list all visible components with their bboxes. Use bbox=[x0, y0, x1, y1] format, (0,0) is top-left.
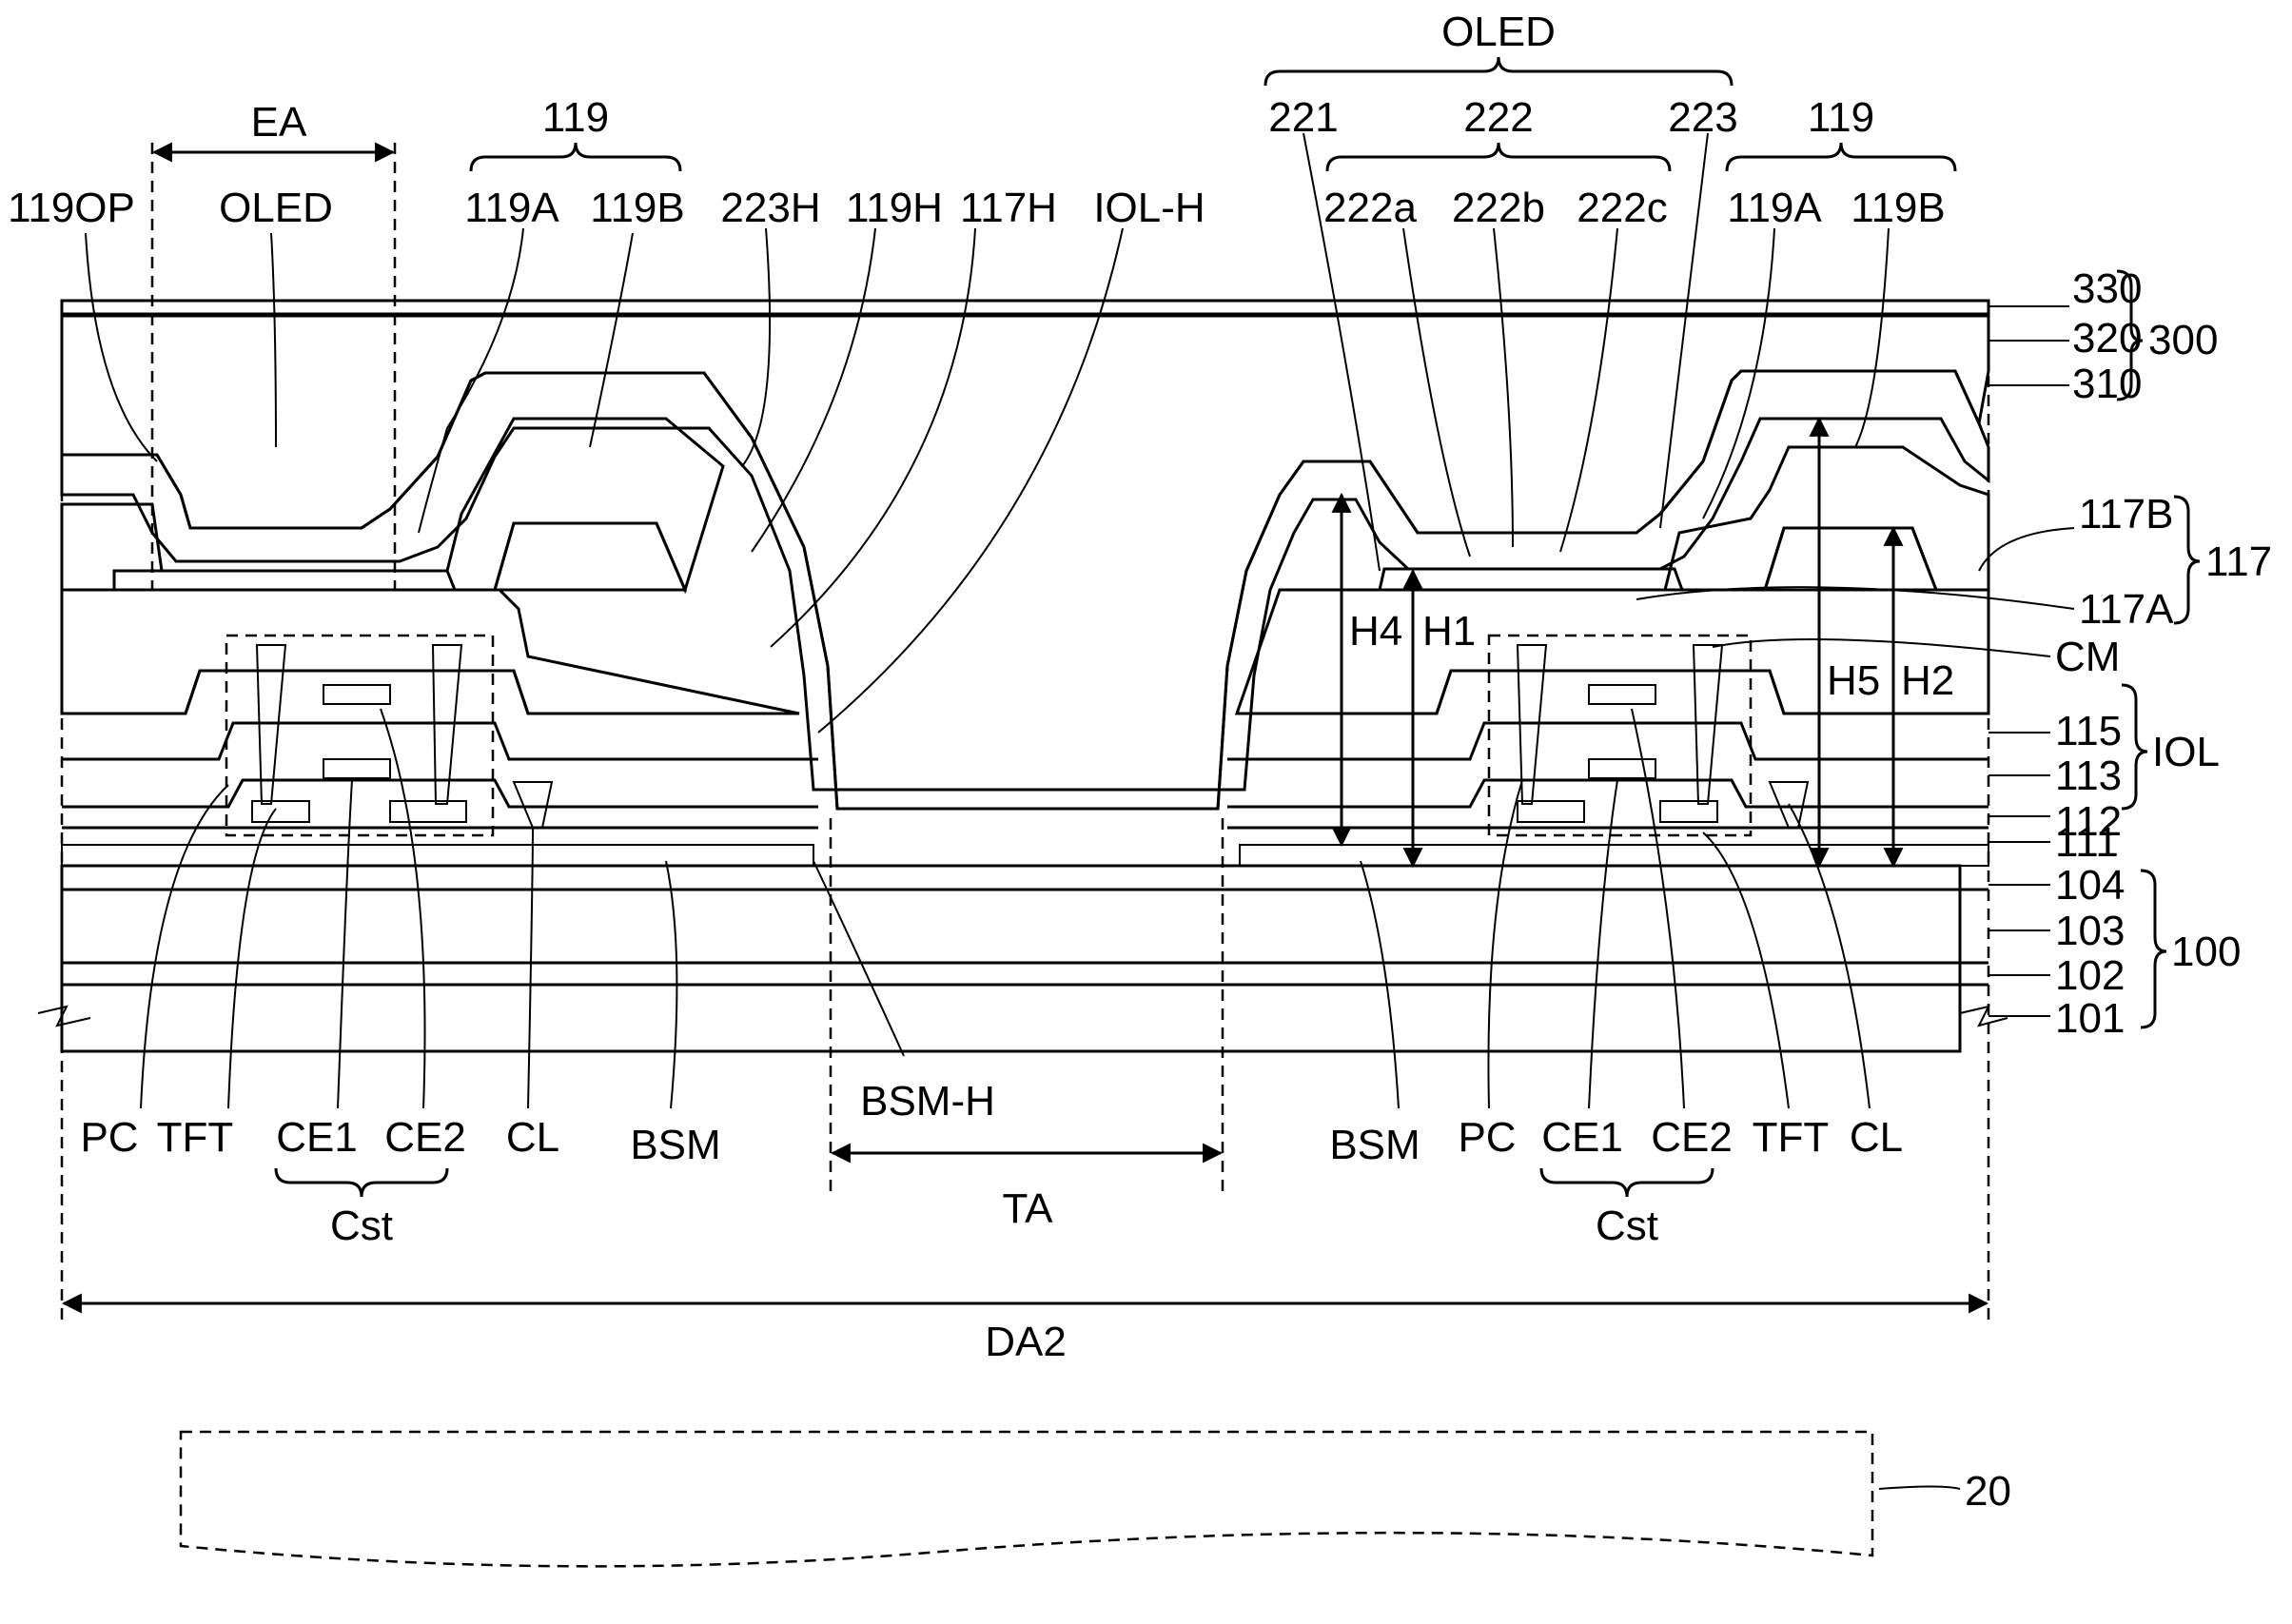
label-cm: CM bbox=[2055, 634, 2120, 680]
layer-117a-left bbox=[60, 588, 800, 715]
brace-iol bbox=[2121, 683, 2148, 811]
label-119a-right: 119A bbox=[1727, 185, 1822, 231]
label-20: 20 bbox=[1965, 1468, 2011, 1515]
label-300: 300 bbox=[2148, 317, 2218, 363]
layer-117b-left bbox=[493, 521, 688, 592]
label-101: 101 bbox=[2055, 995, 2125, 1042]
label-cl-left: CL bbox=[506, 1114, 559, 1161]
label-pc-left: PC bbox=[80, 1114, 138, 1161]
label-oled-group: OLED bbox=[1441, 9, 1556, 55]
labels-right: 330 320 310 300 117B 117 117A CM 115 113… bbox=[2055, 265, 2272, 1042]
label-bsm-h: BSM-H bbox=[860, 1078, 995, 1125]
label-iol: IOL bbox=[2152, 729, 2220, 775]
label-119op: 119OP bbox=[8, 185, 135, 231]
label-104: 104 bbox=[2055, 862, 2125, 909]
label-ta: TA bbox=[1003, 1185, 1054, 1232]
brace-119-left bbox=[469, 142, 682, 172]
label-119a-left: 119A bbox=[464, 185, 559, 231]
brace-222 bbox=[1325, 142, 1672, 172]
label-tft-right: TFT bbox=[1753, 1114, 1830, 1161]
label-da2: DA2 bbox=[985, 1319, 1067, 1365]
label-ce1-right: CE1 bbox=[1541, 1114, 1623, 1161]
label-117h: 117H bbox=[960, 185, 1057, 231]
brace-oled-top bbox=[1264, 56, 1734, 87]
layer-117b-right bbox=[1762, 526, 1939, 592]
leader-lines bbox=[85, 132, 2075, 1490]
label-bsm-left: BSM bbox=[630, 1122, 720, 1168]
label-100: 100 bbox=[2171, 929, 2241, 975]
label-h5: H5 bbox=[1827, 657, 1880, 704]
brace-100 bbox=[2140, 869, 2167, 1029]
label-117: 117 bbox=[2205, 538, 2272, 585]
brace-cst-right bbox=[1539, 1167, 1714, 1198]
brace-117 bbox=[2173, 495, 2201, 625]
label-ce2-left: CE2 bbox=[384, 1114, 466, 1161]
labels-bottom: PC TFT CE1 CE2 CL BSM BSM-H TA Cst BSM P… bbox=[80, 1078, 2011, 1515]
labels-top: OLED EA 119 119 221 222 223 119OP OLED 1… bbox=[8, 9, 1946, 231]
label-119b-left: 119B bbox=[590, 185, 685, 231]
label-119h: 119H bbox=[846, 185, 943, 231]
label-pc-right: PC bbox=[1458, 1114, 1516, 1161]
label-222c: 222c bbox=[1577, 185, 1667, 231]
pdl-119-right bbox=[1663, 445, 1990, 592]
label-117a: 117A bbox=[2079, 586, 2174, 633]
label-tft-left: TFT bbox=[157, 1114, 234, 1161]
label-h4: H4 bbox=[1349, 608, 1402, 655]
label-223: 223 bbox=[1668, 94, 1737, 141]
tft-right bbox=[1516, 644, 1810, 829]
label-223h: 223H bbox=[720, 185, 820, 231]
label-bsm-right: BSM bbox=[1329, 1122, 1420, 1168]
anode-left bbox=[112, 569, 458, 592]
encap-320 bbox=[60, 312, 1990, 811]
label-102: 102 bbox=[2055, 952, 2125, 999]
pc-box-right bbox=[1487, 634, 1753, 837]
label-cst-left: Cst bbox=[330, 1203, 393, 1249]
label-310: 310 bbox=[2072, 361, 2142, 407]
label-119-left: 119 bbox=[542, 94, 609, 141]
label-221: 221 bbox=[1268, 94, 1338, 141]
panel-20 bbox=[179, 1430, 1874, 1568]
label-111: 111 bbox=[2055, 819, 2119, 866]
label-ce1-left: CE1 bbox=[276, 1114, 358, 1161]
pc-box-left bbox=[225, 634, 495, 837]
label-cl-right: CL bbox=[1850, 1114, 1903, 1161]
label-ea: EA bbox=[251, 99, 307, 146]
label-117b: 117B bbox=[2079, 491, 2174, 538]
label-ce2-right: CE2 bbox=[1651, 1114, 1733, 1161]
tft-left bbox=[251, 644, 554, 829]
brace-300 bbox=[2116, 269, 2144, 401]
label-103: 103 bbox=[2055, 908, 2125, 954]
brace-119-right bbox=[1725, 142, 1957, 172]
anode-right bbox=[1378, 567, 1685, 592]
label-119-right: 119 bbox=[1808, 94, 1874, 141]
label-113: 113 bbox=[2055, 753, 2122, 799]
label-iol-h: IOL-H bbox=[1093, 185, 1205, 231]
label-222b: 222b bbox=[1452, 185, 1545, 231]
label-cst-right: Cst bbox=[1596, 1203, 1658, 1249]
brace-cst-left bbox=[274, 1167, 449, 1198]
substrate-100 bbox=[37, 864, 2008, 1053]
label-222a: 222a bbox=[1323, 185, 1417, 231]
label-h2: H2 bbox=[1901, 657, 1954, 704]
bsm-right bbox=[1239, 844, 1989, 867]
label-oled-left: OLED bbox=[219, 185, 333, 231]
label-h1: H1 bbox=[1422, 608, 1476, 655]
label-320: 320 bbox=[2072, 315, 2142, 362]
label-115: 115 bbox=[2055, 708, 2122, 754]
pdl-119-left bbox=[60, 417, 725, 595]
bsm-left bbox=[61, 844, 814, 867]
labels-inner: H4 H1 H5 H2 bbox=[1349, 608, 1954, 704]
label-330: 330 bbox=[2072, 265, 2142, 312]
label-112: 112 bbox=[2055, 798, 2122, 845]
label-119b-right: 119B bbox=[1851, 185, 1946, 231]
label-222: 222 bbox=[1463, 94, 1533, 141]
